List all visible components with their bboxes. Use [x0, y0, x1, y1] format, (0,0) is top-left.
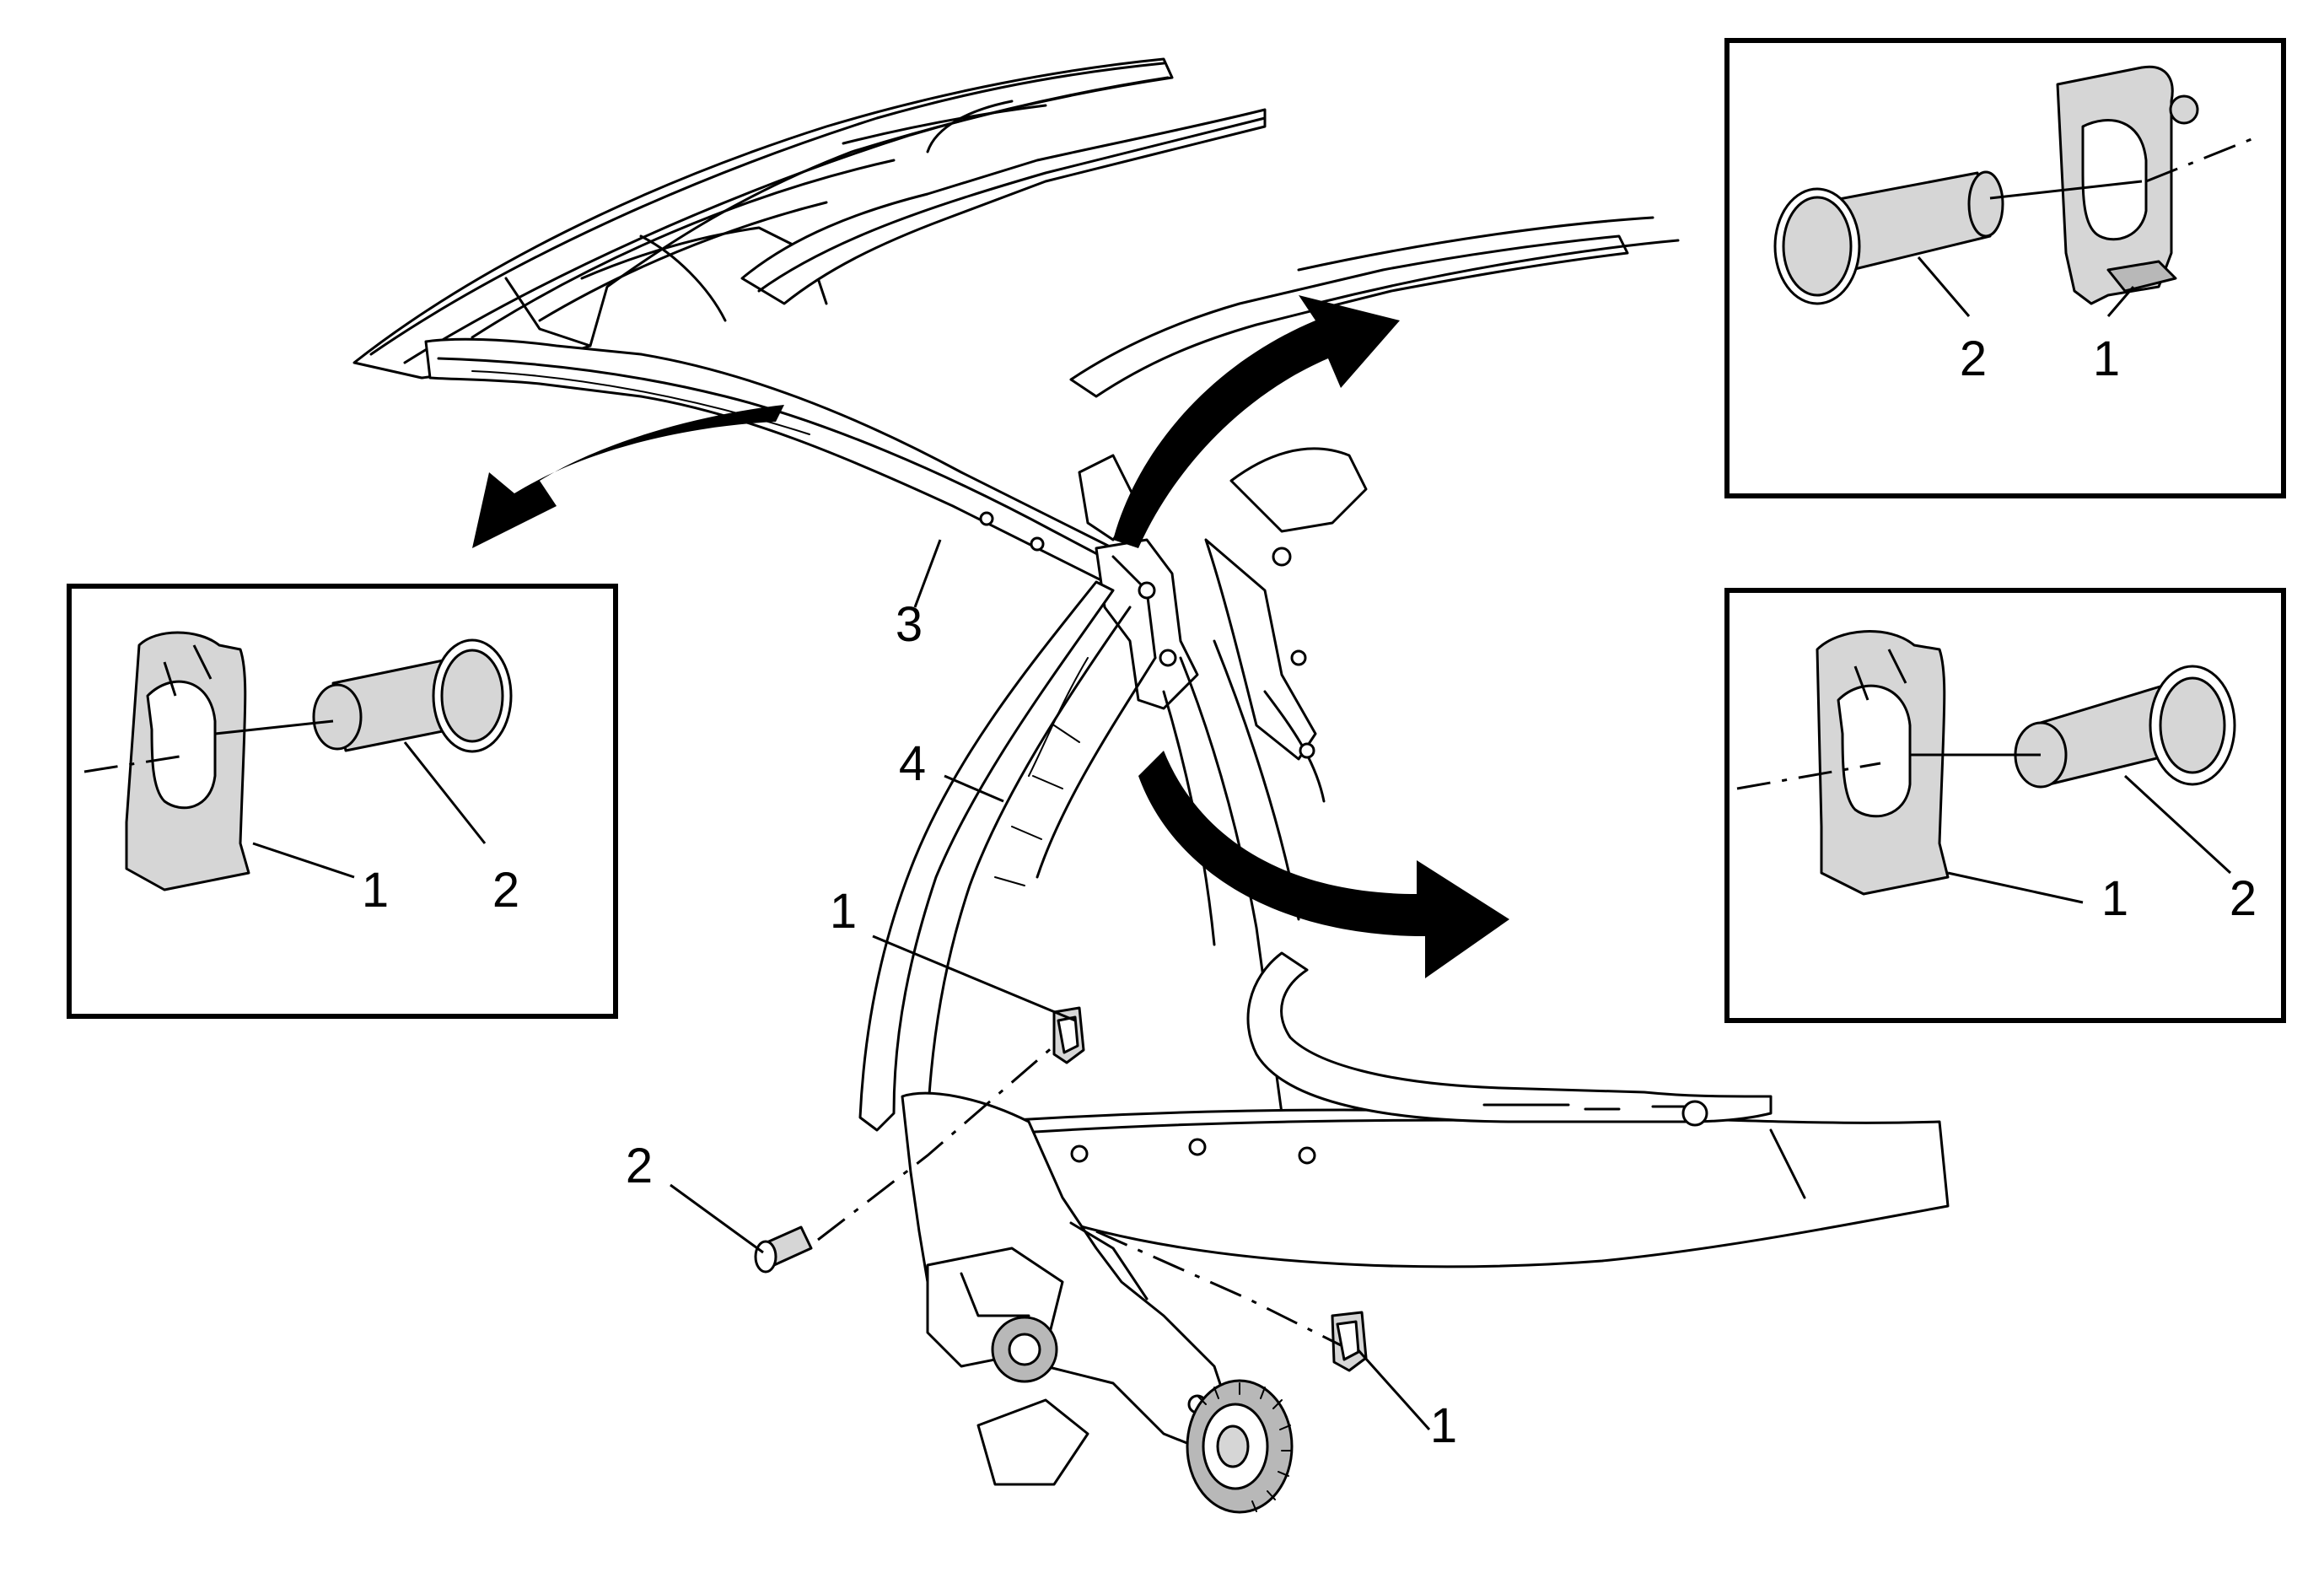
inset-left-clip-label: 1 — [362, 863, 389, 918]
callout-front-rail: 3 — [896, 597, 923, 652]
rotate-arrow-lower-right — [1138, 751, 1509, 978]
hinge-linkage — [1095, 538, 1199, 710]
callout-clip-lower: 1 — [1430, 1398, 1457, 1453]
pivot-pin — [754, 1225, 813, 1274]
retaining-clip-upper — [1052, 1006, 1085, 1064]
callout-clip-upper: 1 — [830, 884, 857, 939]
retaining-clip-lower — [1331, 1311, 1368, 1372]
inset-top-right-pin-label: 2 — [1960, 331, 1987, 386]
rotate-arrow-left — [472, 405, 784, 548]
inset-top-right-clip-label: 1 — [2093, 331, 2120, 386]
front-rail — [424, 337, 1149, 592]
callout-side-rail: 4 — [899, 736, 926, 791]
roof-bow-structure — [352, 57, 1174, 380]
side-rail — [858, 580, 1115, 1132]
inset-top-right: 2 1 — [1724, 38, 2286, 498]
inset-left-pin-label: 2 — [492, 863, 519, 918]
callout-pin: 2 — [626, 1139, 653, 1193]
rotate-arrow-upper-right — [1113, 295, 1400, 548]
body-side-panel — [926, 1108, 1950, 1268]
inset-left: 1 2 — [67, 584, 618, 1019]
hydraulic-hose — [1246, 951, 1773, 1123]
inset-mid-right: 1 2 — [1724, 588, 2286, 1023]
convertible-top-frame — [352, 57, 1950, 1514]
inset-mid-right-pin-label: 2 — [2230, 871, 2257, 926]
inset-mid-right-clip-label: 1 — [2101, 871, 2128, 926]
roller-wheel — [1186, 1379, 1294, 1514]
